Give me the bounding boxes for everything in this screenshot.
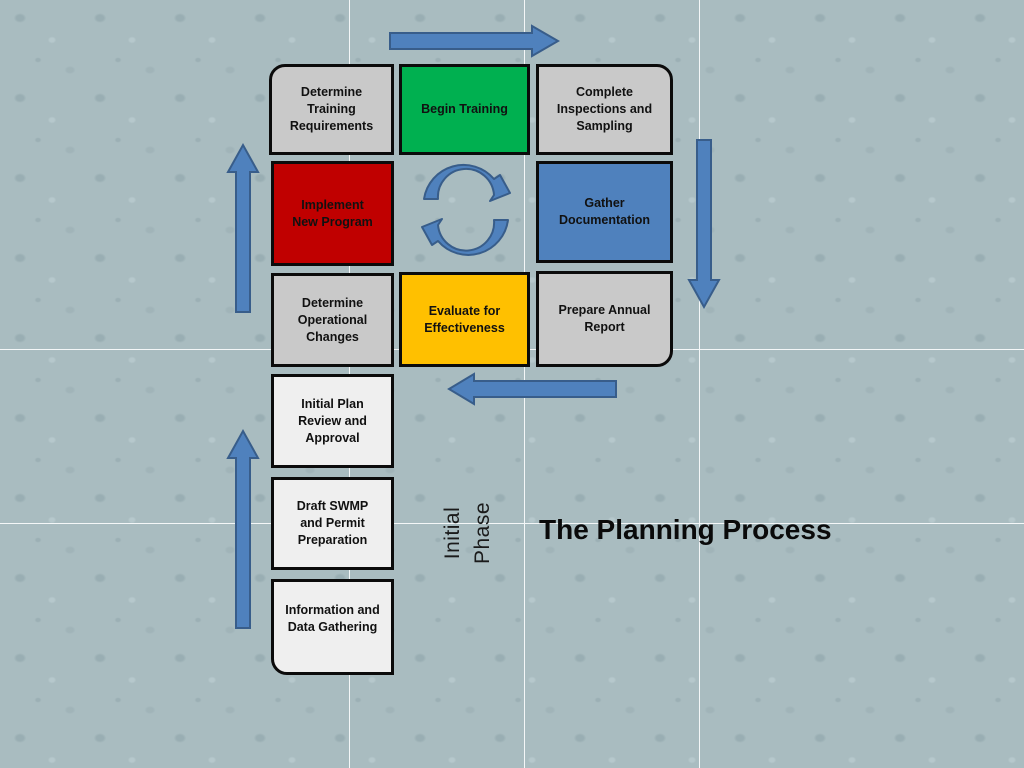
initial-phase-label: Initial Phase	[441, 501, 494, 565]
arrow-down-icon	[687, 139, 721, 310]
cycle-arrows-icon	[421, 163, 511, 256]
box-draft-swmp: Draft SWMP and Permit Preparation	[271, 477, 394, 570]
arrow-up-icon	[226, 428, 260, 629]
box-prepare-annual-report: Prepare Annual Report	[536, 271, 673, 367]
box-determine-training-requirements: Determine Training Requirements	[269, 64, 394, 155]
grid-line-horizontal	[0, 523, 1024, 524]
grid-line-vertical	[699, 0, 700, 768]
page-title: The Planning Process	[539, 514, 832, 545]
arrow-up-icon	[226, 142, 260, 313]
box-information-gathering: Information and Data Gathering	[271, 579, 394, 675]
box-evaluate-effectiveness: Evaluate for Effectiveness	[399, 272, 530, 367]
box-begin-training: Begin Training	[399, 64, 530, 155]
arrow-right-icon	[389, 24, 561, 58]
box-gather-documentation: Gather Documentation	[536, 161, 673, 263]
box-complete-inspections: Complete Inspections and Sampling	[536, 64, 673, 155]
arrow-left-icon	[447, 372, 617, 406]
box-determine-operational-changes: Determine Operational Changes	[271, 273, 394, 367]
box-implement-new-program: Implement New Program	[271, 161, 394, 266]
box-initial-plan-review: Initial Plan Review and Approval	[271, 374, 394, 468]
